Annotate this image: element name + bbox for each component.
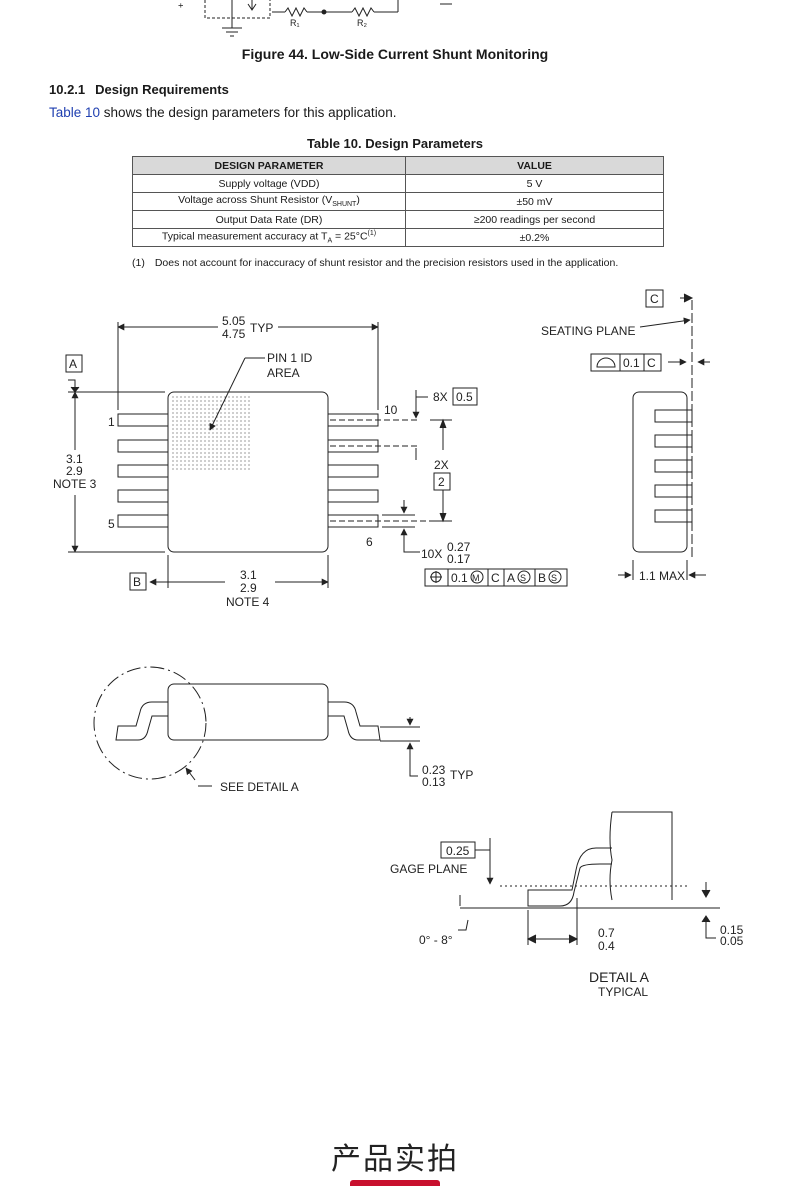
lead-thk-max: 0.23 — [422, 763, 446, 777]
table-row: Supply voltage (VDD) 5 V — [132, 174, 664, 193]
seating-plane-label: SEATING PLANE — [541, 324, 635, 338]
pin-10-label: 10 — [384, 403, 398, 417]
schematic-fragment: + R₁ R₂ — [176, 0, 452, 37]
intro-paragraph: Table 10 shows the design parameters for… — [49, 105, 396, 120]
position-tolerance-frame — [424, 568, 568, 587]
pin-1-label: 1 — [108, 415, 115, 429]
height-max: 3.1 — [66, 452, 83, 466]
fcf-modifier-m: M — [472, 573, 480, 583]
figure-caption: Figure 44. Low-Side Current Shunt Monito… — [241, 46, 549, 62]
datum-b-box — [129, 572, 147, 591]
standoff-min: 0.05 — [720, 934, 744, 948]
intro-text: shows the design parameters for this app… — [100, 105, 397, 120]
param-cell: Voltage across Shunt Resistor (VSHUNT) — [132, 192, 406, 211]
see-detail-label: SEE DETAIL A — [220, 780, 299, 794]
foot-max: 0.7 — [598, 926, 615, 940]
section-title-text: Design Requirements — [95, 82, 229, 97]
pitch-box — [452, 387, 478, 406]
pin1-label: PIN 1 ID — [267, 351, 313, 365]
design-parameters-table: DESIGN PARAMETER VALUE Supply voltage (V… — [132, 156, 664, 247]
pitch2-value: 2 — [438, 475, 445, 489]
height-min: 2.9 — [66, 464, 83, 478]
section-title: 10.2.1 Design Requirements — [49, 82, 229, 97]
flatness-datum: C — [647, 356, 656, 370]
table-10-link[interactable]: Table 10 — [49, 105, 101, 120]
lead-thk-typ: TYP — [450, 768, 473, 782]
pitch2-box — [433, 472, 451, 491]
value-cell: 5 V — [405, 174, 664, 193]
fcf-datum-b: B — [538, 571, 546, 585]
fcf-datum-a: A — [507, 571, 515, 585]
fcf-modifier-s-b: S — [551, 573, 557, 583]
width-min: 4.75 — [222, 327, 246, 341]
width-typ: TYP — [250, 321, 273, 335]
fcf-tolerance: 0.1 — [451, 571, 468, 585]
footer-title: 产品实拍 — [331, 1143, 459, 1176]
angle-label: 0° - 8° — [419, 933, 453, 947]
footer-underline — [350, 1180, 440, 1186]
fcf-datum-c: C — [491, 571, 500, 585]
bwidth-max: 3.1 — [240, 568, 257, 582]
datum-b-label: B — [133, 575, 141, 589]
datum-a-label: A — [69, 357, 77, 371]
width-max: 5.05 — [222, 314, 246, 328]
foot-min: 0.4 — [598, 939, 615, 953]
pin1-area-label: AREA — [267, 366, 300, 380]
pitch-count: 8X — [433, 390, 448, 404]
header-value: VALUE — [405, 156, 664, 175]
svg-text:+: + — [176, 3, 186, 8]
header-design-parameter: DESIGN PARAMETER — [132, 156, 406, 175]
datum-c-box — [645, 289, 664, 308]
bwidth-min: 2.9 — [240, 581, 257, 595]
note4-label: NOTE 4 — [226, 595, 270, 609]
note3-label: NOTE 3 — [53, 477, 97, 491]
param-cell: Supply voltage (VDD) — [132, 174, 406, 193]
lead-width-min: 0.17 — [447, 552, 471, 566]
table-row: Output Data Rate (DR) ≥200 readings per … — [132, 210, 664, 229]
table-footnote: (1)Does not account for inaccuracy of sh… — [132, 257, 619, 269]
table-row: Typical measurement accuracy at TA = 25°… — [132, 228, 664, 247]
flatness-value: 0.1 — [623, 356, 640, 370]
standoff-max: 0.15 — [720, 923, 744, 937]
section-number: 10.2.1 — [49, 82, 86, 97]
lead-count: 10X — [421, 547, 442, 561]
fcf-modifier-s-a: S — [520, 573, 526, 583]
param-cell: Typical measurement accuracy at TA = 25°… — [132, 228, 406, 247]
gage-value: 0.25 — [446, 844, 470, 858]
pin-6-label: 6 — [366, 535, 373, 549]
value-cell: ±0.2% — [405, 228, 664, 247]
table-row: Voltage across Shunt Resistor (VSHUNT) ±… — [132, 192, 664, 211]
r2-label: R₂ — [357, 18, 367, 28]
max-height-label: 1.1 MAX — [639, 569, 685, 583]
datum-a-box — [65, 354, 83, 373]
lead-width-max: 0.27 — [447, 540, 471, 554]
table-header-row: DESIGN PARAMETER VALUE — [132, 156, 664, 175]
detail-title: DETAIL A — [589, 969, 650, 985]
lead-thk-min: 0.13 — [422, 775, 446, 789]
r1-label: R₁ — [290, 18, 300, 28]
gage-box — [440, 841, 476, 859]
pitch2-count: 2X — [434, 458, 449, 472]
table-caption: Table 10. Design Parameters — [306, 136, 484, 151]
gage-plane-label: GAGE PLANE — [390, 862, 467, 876]
datum-c-label: C — [650, 292, 659, 306]
detail-subtitle: TYPICAL — [598, 985, 648, 999]
value-cell: ≥200 readings per second — [405, 210, 664, 229]
param-cell: Output Data Rate (DR) — [132, 210, 406, 229]
value-cell: ±50 mV — [405, 192, 664, 211]
pitch-value: 0.5 — [456, 390, 473, 404]
package-drawing: 5.05 4.75 TYP PIN 1 ID AREA A 3.1 2.9 NO… — [53, 289, 744, 999]
pin-5-label: 5 — [108, 517, 115, 531]
